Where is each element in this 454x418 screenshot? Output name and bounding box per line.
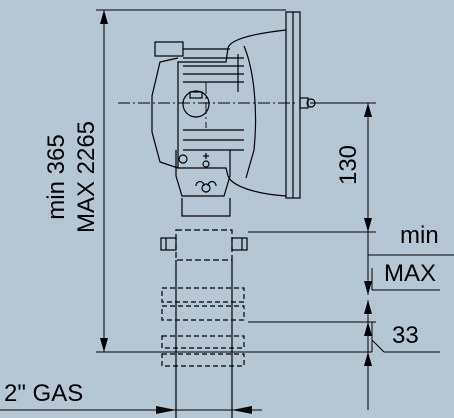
thread-label: 2" GAS [4,380,83,407]
top-bracket [154,41,184,57]
mount-sleeve [160,229,248,261]
pipe-clamp-2 [161,305,245,321]
rear-cap [151,57,179,169]
mount-max-label: MAX [384,260,436,287]
sleeve-body [175,229,233,261]
right-screw [231,237,248,251]
mount-min-label: min [400,222,439,249]
left-screw [160,237,177,251]
cooling-fins [183,54,244,92]
dimension-arrows [100,10,372,414]
overall-max-label: MAX 2265 [73,121,100,233]
pitch-label: 33 [392,322,419,349]
access-port [182,90,210,118]
support-pipe [161,260,245,418]
yoke-bracket [175,150,231,217]
pipe-clamp-3 [161,335,245,349]
offset-label: 130 [335,145,362,185]
dimension-lines [0,9,454,411]
floodlight-head [151,11,316,199]
housing-body [177,29,287,197]
front-knob [299,97,309,109]
pipe-clamp-4 [161,353,245,367]
pipe-clamp-1 [161,287,245,303]
centerlines [118,82,296,128]
pivot-bolt [178,154,188,164]
overall-min-label: min 365 [43,134,70,219]
